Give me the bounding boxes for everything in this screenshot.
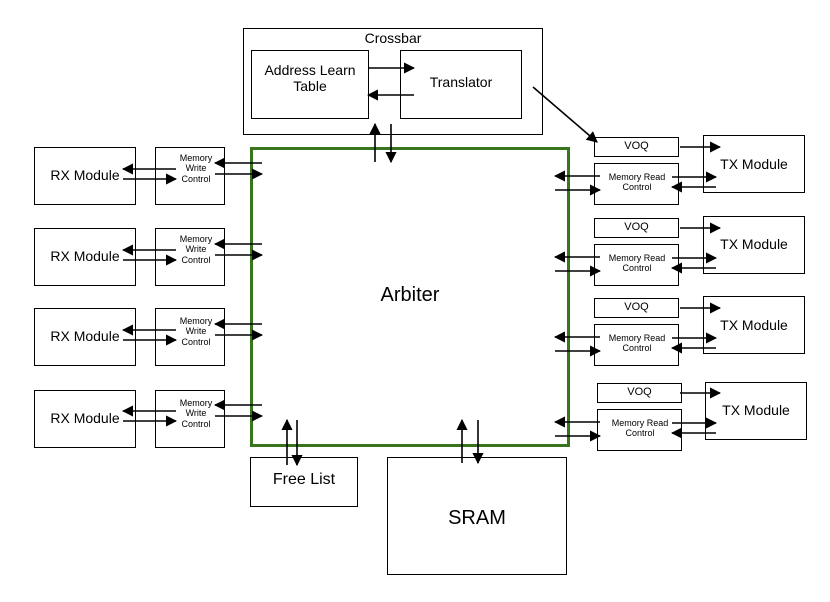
rx-module-label: RX Module [50, 248, 120, 264]
sram-box [387, 457, 567, 575]
voq-box [594, 137, 679, 157]
voq-box [594, 218, 679, 238]
tx-module-box [705, 382, 807, 440]
rx-module-box [34, 390, 136, 448]
memory-write-control-label: Memory Write Control [179, 153, 213, 184]
voq-label: VOQ [627, 386, 652, 398]
rx-module-label: RX Module [50, 167, 120, 183]
tx-module-label: TX Module [720, 236, 788, 252]
memory-write-control-label: Memory Write Control [179, 234, 213, 265]
tx-module-label: TX Module [720, 317, 788, 333]
memory-write-control-label: Memory Write Control [179, 316, 213, 347]
address-learn-table-box [251, 50, 369, 119]
crossbar-title: Crossbar [364, 30, 422, 46]
free-list-box [250, 457, 358, 507]
rx-module-label: RX Module [50, 328, 120, 344]
free-list-label: Free List [272, 471, 336, 488]
arbiter-label: Arbiter [380, 284, 440, 306]
address-learn-table-label: Address Learn Table [264, 62, 356, 95]
rx-module-box [34, 228, 136, 286]
voq-label: VOQ [624, 140, 649, 152]
tx-module-label: TX Module [722, 402, 790, 418]
rx-module-label: RX Module [50, 410, 120, 426]
rx-module-box [34, 308, 136, 366]
memory-read-control-box [594, 324, 679, 366]
memory-read-control-box [594, 163, 679, 205]
tx-module-label: TX Module [720, 156, 788, 172]
crossbar-to-voq-arrow [532, 86, 598, 143]
rx-module-box [34, 147, 136, 205]
memory-write-control-label: Memory Write Control [179, 398, 213, 429]
memory-read-control-label: Memory Read Control [608, 333, 666, 354]
memory-read-control-label: Memory Read Control [608, 172, 666, 193]
memory-read-control-label: Memory Read Control [608, 253, 666, 274]
translator-label: Translator [429, 74, 493, 90]
memory-read-control-label: Memory Read Control [611, 418, 669, 439]
voq-label: VOQ [624, 301, 649, 313]
voq-box [594, 298, 679, 318]
sram-label: SRAM [448, 507, 506, 529]
arbiter-box [250, 147, 570, 447]
voq-label: VOQ [624, 221, 649, 233]
translator-box [400, 50, 522, 119]
